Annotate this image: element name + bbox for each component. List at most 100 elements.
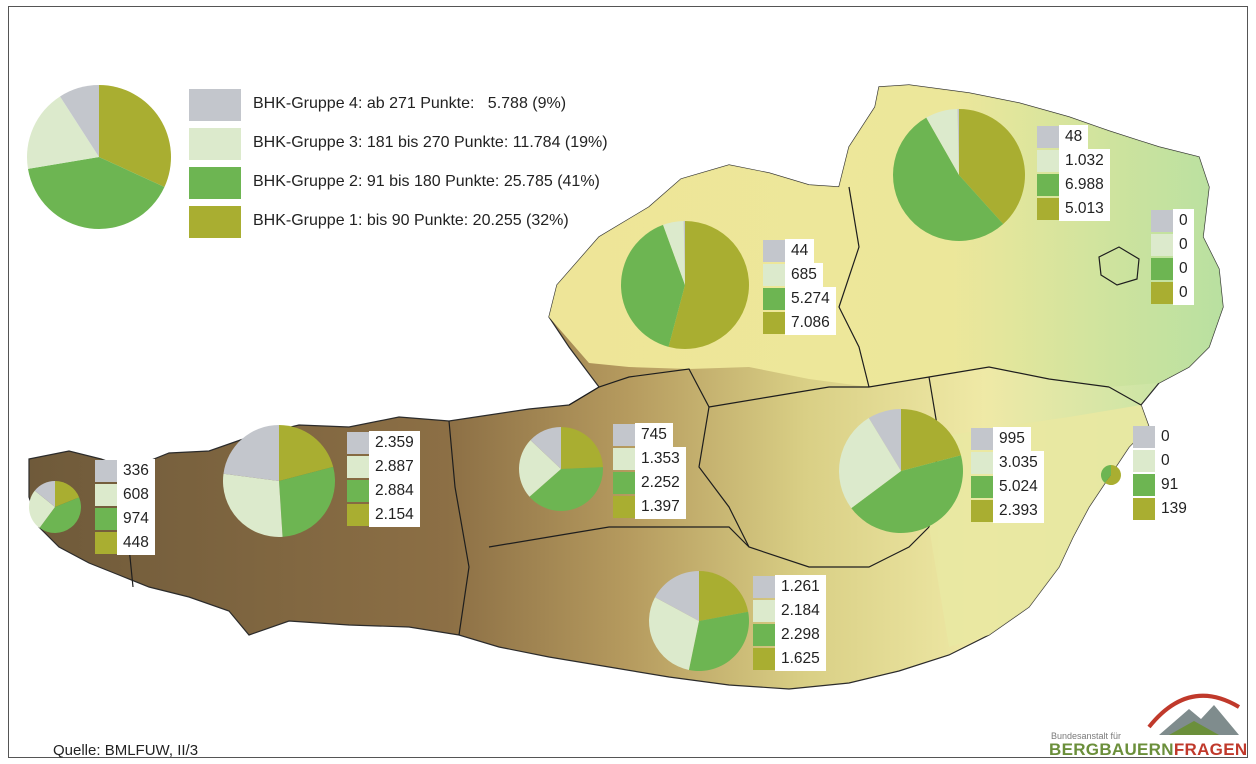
region-value-swatch	[347, 504, 369, 526]
pie-slice	[518, 440, 561, 497]
region-value-number: 1.397	[635, 495, 686, 519]
region-value-number: 5.024	[993, 475, 1044, 499]
region-value-row: 91	[1133, 473, 1233, 497]
region-value-swatch	[971, 476, 993, 498]
region-value-swatch	[1133, 474, 1155, 496]
pie-slice	[959, 109, 1025, 225]
region-value-row: 2.184	[753, 599, 853, 623]
region-value-row: 2.884	[347, 479, 447, 503]
logo-wordmark: BERGBAUERNFRAGEN	[1049, 740, 1247, 760]
region-value-row: 336	[95, 459, 195, 483]
region-value-swatch	[753, 600, 775, 622]
region-value-row: 0	[1133, 425, 1233, 449]
source-note: Quelle: BMLFUW, II/3	[53, 742, 199, 759]
pie-slice	[27, 96, 99, 169]
pie-slice	[649, 597, 699, 670]
logo-wordmark-part2: FRAGEN	[1173, 740, 1248, 759]
region-value-row: 2.298	[753, 623, 853, 647]
region-value-row: 2.359	[347, 431, 447, 455]
region-value-swatch	[763, 240, 785, 262]
region-value-swatch	[763, 264, 785, 286]
region-value-swatch	[1133, 450, 1155, 472]
pie-slice	[839, 418, 901, 509]
region-value-swatch	[1151, 234, 1173, 256]
region-value-swatch	[613, 448, 635, 470]
region-value-swatch	[1151, 258, 1173, 280]
pie-slice	[926, 109, 959, 175]
pie-slice	[851, 455, 963, 533]
region-value-swatch	[95, 484, 117, 506]
region-value-row: 0	[1151, 209, 1251, 233]
pie-slice	[27, 157, 165, 230]
region-value-row: 3.035	[971, 451, 1071, 475]
pie-slice	[699, 571, 749, 621]
region-value-swatch	[753, 648, 775, 670]
region-value-row: 1.625	[753, 647, 853, 671]
pie-slice	[561, 427, 603, 469]
mountain-logo-icon	[1147, 693, 1241, 735]
region-value-number: 0	[1173, 209, 1194, 233]
legend-swatch	[189, 206, 241, 238]
region-value-number: 685	[785, 263, 823, 287]
region-value-swatch	[1133, 426, 1155, 448]
region-value-row: 2.252	[613, 471, 713, 495]
region-value-number: 2.154	[369, 503, 420, 527]
region-value-row: 0	[1151, 257, 1251, 281]
region-value-swatch	[753, 576, 775, 598]
region-value-number: 5.013	[1059, 197, 1110, 221]
region-value-swatch	[1037, 198, 1059, 220]
pie-salzburg	[518, 427, 603, 511]
region-value-number: 6.988	[1059, 173, 1110, 197]
region-value-swatch	[1037, 150, 1059, 172]
region-value-row: 2.393	[971, 499, 1071, 523]
legend-swatch	[189, 89, 241, 121]
pie-slice	[868, 409, 901, 471]
region-value-number: 2.393	[993, 499, 1044, 523]
region-value-number: 1.353	[635, 447, 686, 471]
region-value-row: 5.274	[763, 287, 863, 311]
region-value-number: 0	[1173, 233, 1194, 257]
region-value-row: 608	[95, 483, 195, 507]
region-value-row: 974	[95, 507, 195, 531]
region-value-row: 2.887	[347, 455, 447, 479]
legend-swatch	[189, 128, 241, 160]
pie-slice	[55, 481, 80, 507]
region-value-row: 0	[1151, 281, 1251, 305]
pie-vorarlberg	[29, 481, 81, 533]
region-value-row: 139	[1133, 497, 1233, 521]
pie-slice	[39, 497, 81, 533]
region-value-row: 1.261	[753, 575, 853, 599]
region-value-row: 0	[1133, 449, 1233, 473]
region-value-number: 0	[1155, 425, 1176, 449]
region-value-swatch	[1037, 126, 1059, 148]
pie-steiermark	[839, 409, 963, 533]
region-value-row: 48	[1037, 125, 1137, 149]
region-value-row: 1.032	[1037, 149, 1137, 173]
map-frame: BHK-Gruppe 4: ab 271 Punkte: 5.788 (9%) …	[8, 6, 1251, 760]
legend-swatch	[189, 167, 241, 199]
region-value-number: 0	[1155, 449, 1176, 473]
pie-kaernten	[649, 571, 749, 671]
legend-pie	[27, 85, 172, 230]
region-value-swatch	[347, 456, 369, 478]
region-value-swatch	[763, 288, 785, 310]
austria-map	[27, 84, 1224, 690]
region-value-swatch	[347, 432, 369, 454]
region-value-number: 608	[117, 483, 155, 507]
region-value-number: 745	[635, 423, 673, 447]
pie-slice	[957, 109, 959, 175]
region-value-number: 2.184	[775, 599, 826, 623]
region-value-row: 7.086	[763, 311, 863, 335]
region-value-swatch	[971, 452, 993, 474]
pie-slice	[279, 425, 334, 481]
region-value-swatch	[971, 428, 993, 450]
region-value-row: 448	[95, 531, 195, 555]
region-value-number: 2.298	[775, 623, 826, 647]
region-value-number: 1.261	[775, 575, 826, 599]
